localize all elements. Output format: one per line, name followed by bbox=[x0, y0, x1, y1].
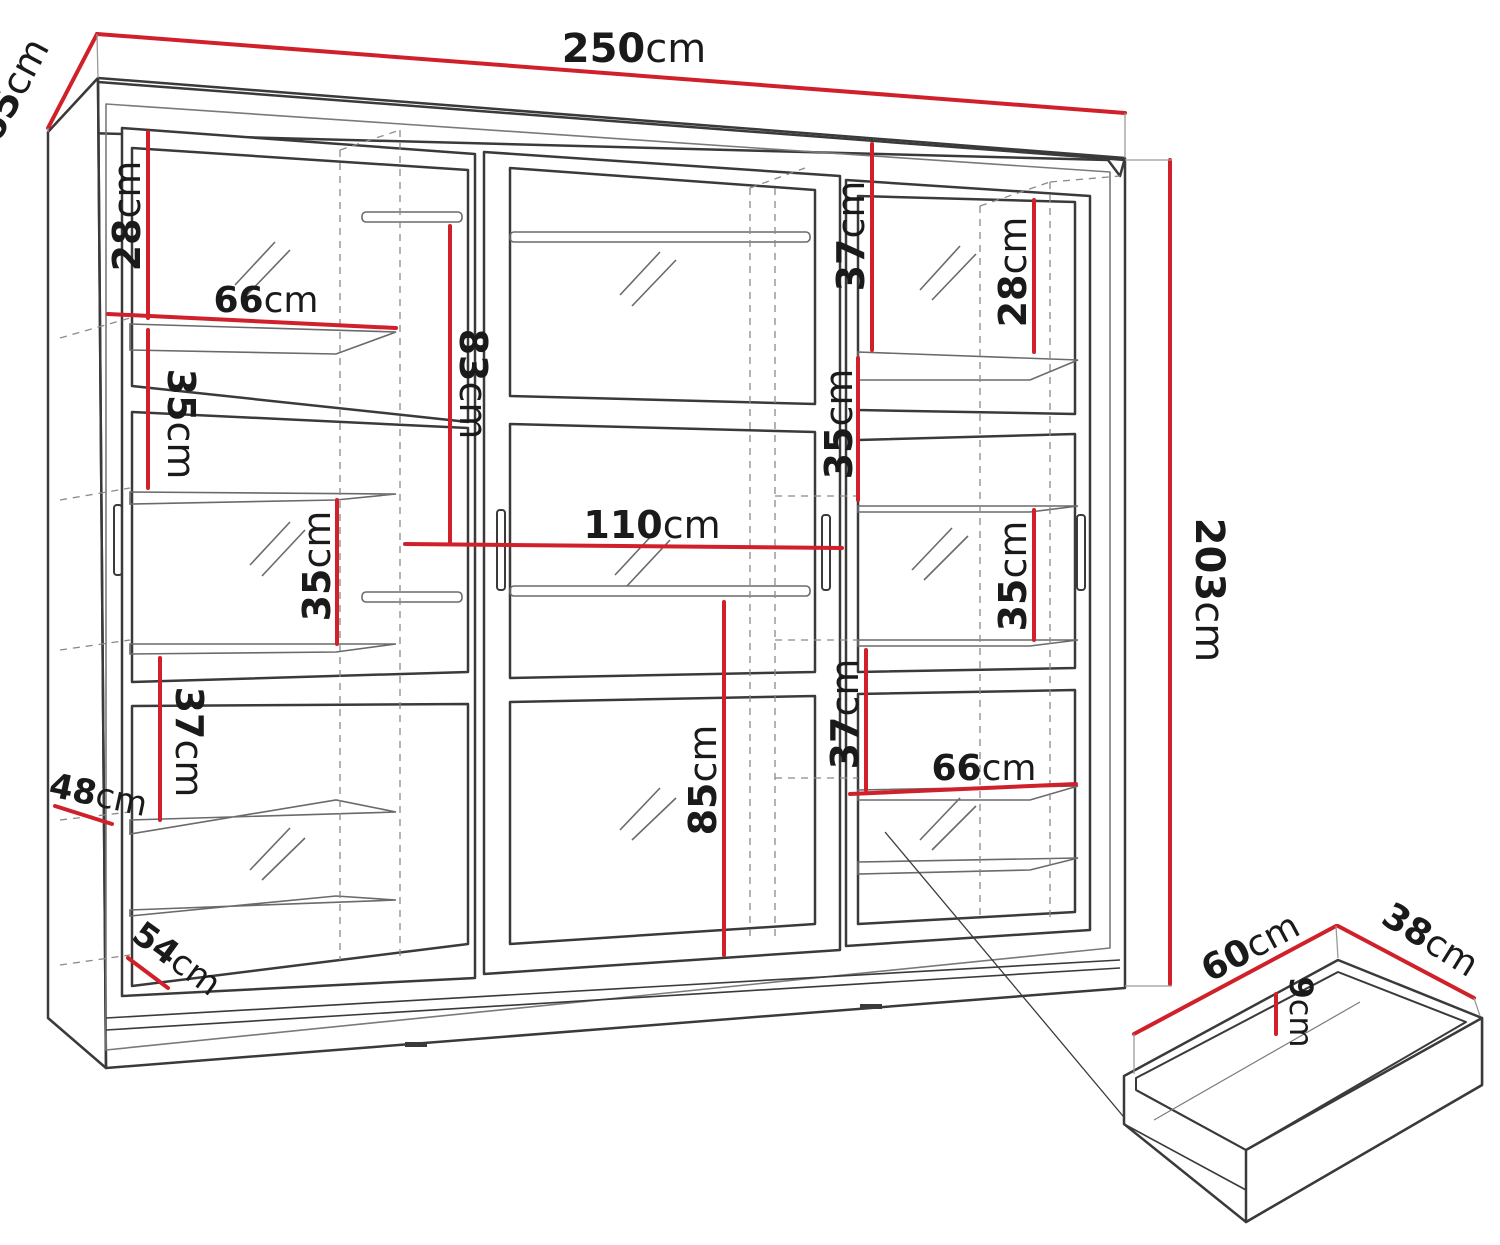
label-left-shelf-width: 66cm bbox=[214, 280, 319, 321]
dim-line-depth bbox=[46, 32, 99, 130]
label-drawer-depth: 38cm bbox=[1375, 895, 1486, 985]
dim-line-drawer-depth bbox=[1336, 924, 1476, 1000]
left-shelf-5 bbox=[129, 895, 397, 917]
center-rail bbox=[509, 231, 811, 243]
label-right-top-shelf: 28cm bbox=[991, 217, 1035, 328]
center-door-panel-bottom bbox=[508, 694, 817, 946]
drawer-inner bbox=[1135, 971, 1467, 1151]
right-door-panel-top bbox=[856, 194, 1077, 416]
wardrobe-front-frame bbox=[96, 80, 1127, 1070]
label-right-top: 37cm bbox=[829, 181, 873, 292]
wardrobe-inner-frame bbox=[105, 103, 1111, 1051]
label-right-middle-2: 35cm bbox=[991, 521, 1035, 632]
label-left-middle-1: 35cm bbox=[159, 369, 203, 480]
left-rail-lower bbox=[361, 591, 463, 603]
hidden-lines bbox=[59, 129, 1121, 966]
dim-line-width bbox=[95, 32, 1127, 115]
wardrobe-left-side bbox=[46, 76, 108, 1070]
dim-line-drawer-width bbox=[1132, 924, 1338, 1036]
label-center-width: 110cm bbox=[583, 503, 720, 547]
label-center-rail: 83cm bbox=[451, 329, 495, 440]
label-center-lower: 85cm bbox=[681, 725, 725, 836]
left-shelf-1 bbox=[129, 323, 397, 355]
right-shelf-3 bbox=[857, 639, 1079, 647]
left-door-handle bbox=[113, 504, 123, 576]
label-drawer-height: 9cm bbox=[1282, 976, 1320, 1047]
label-left-top-shelf: 28cm bbox=[105, 161, 149, 272]
label-right-shelf-width: 66cm bbox=[932, 748, 1037, 789]
right-shelf-2 bbox=[857, 505, 1079, 513]
left-shelf-3 bbox=[129, 643, 397, 655]
left-shelf-4 bbox=[129, 799, 397, 835]
right-door-panel-bottom bbox=[856, 688, 1077, 926]
drawer-detail bbox=[884, 831, 1484, 1224]
doors bbox=[113, 126, 1092, 998]
drawer-front bbox=[1244, 1016, 1484, 1224]
glass-reflections bbox=[234, 241, 977, 881]
left-rail bbox=[361, 211, 463, 223]
center-door-handle-2 bbox=[821, 514, 831, 591]
drawer-leader-line bbox=[884, 831, 1129, 1123]
shelves bbox=[129, 211, 1079, 917]
dim-line-right-shelf-width bbox=[848, 782, 1078, 796]
center-door-panel-middle bbox=[508, 422, 817, 680]
left-door-panel-middle bbox=[130, 410, 470, 684]
dimension-lines bbox=[46, 32, 1476, 1036]
label-left-middle-2: 35cm bbox=[295, 511, 339, 622]
dim-line-left-shelf-width bbox=[106, 312, 398, 330]
center-door-handle bbox=[496, 509, 506, 591]
left-door-panel-top bbox=[130, 146, 470, 424]
dimension-guides bbox=[47, 33, 1481, 1074]
dim-line-left-depth-lower bbox=[53, 804, 114, 826]
label-right-lower: 37cm bbox=[823, 659, 867, 770]
right-shelf-5 bbox=[857, 857, 1079, 875]
dim-line-center-width bbox=[403, 542, 844, 550]
right-door-handle bbox=[1076, 514, 1086, 591]
center-rail-lower bbox=[509, 585, 811, 597]
wardrobe-body bbox=[46, 76, 1127, 1070]
center-door-panel-top bbox=[508, 166, 817, 406]
label-right-middle-1: 35cm bbox=[817, 369, 861, 480]
dim-line-left-depth-bottom bbox=[126, 956, 170, 990]
left-door-panel-bottom bbox=[130, 702, 470, 988]
right-door-panel-middle bbox=[856, 432, 1077, 674]
label-left-lower: 37cm bbox=[167, 687, 211, 798]
label-width: 250cm bbox=[562, 26, 706, 72]
label-height: 203cm bbox=[1186, 518, 1232, 662]
